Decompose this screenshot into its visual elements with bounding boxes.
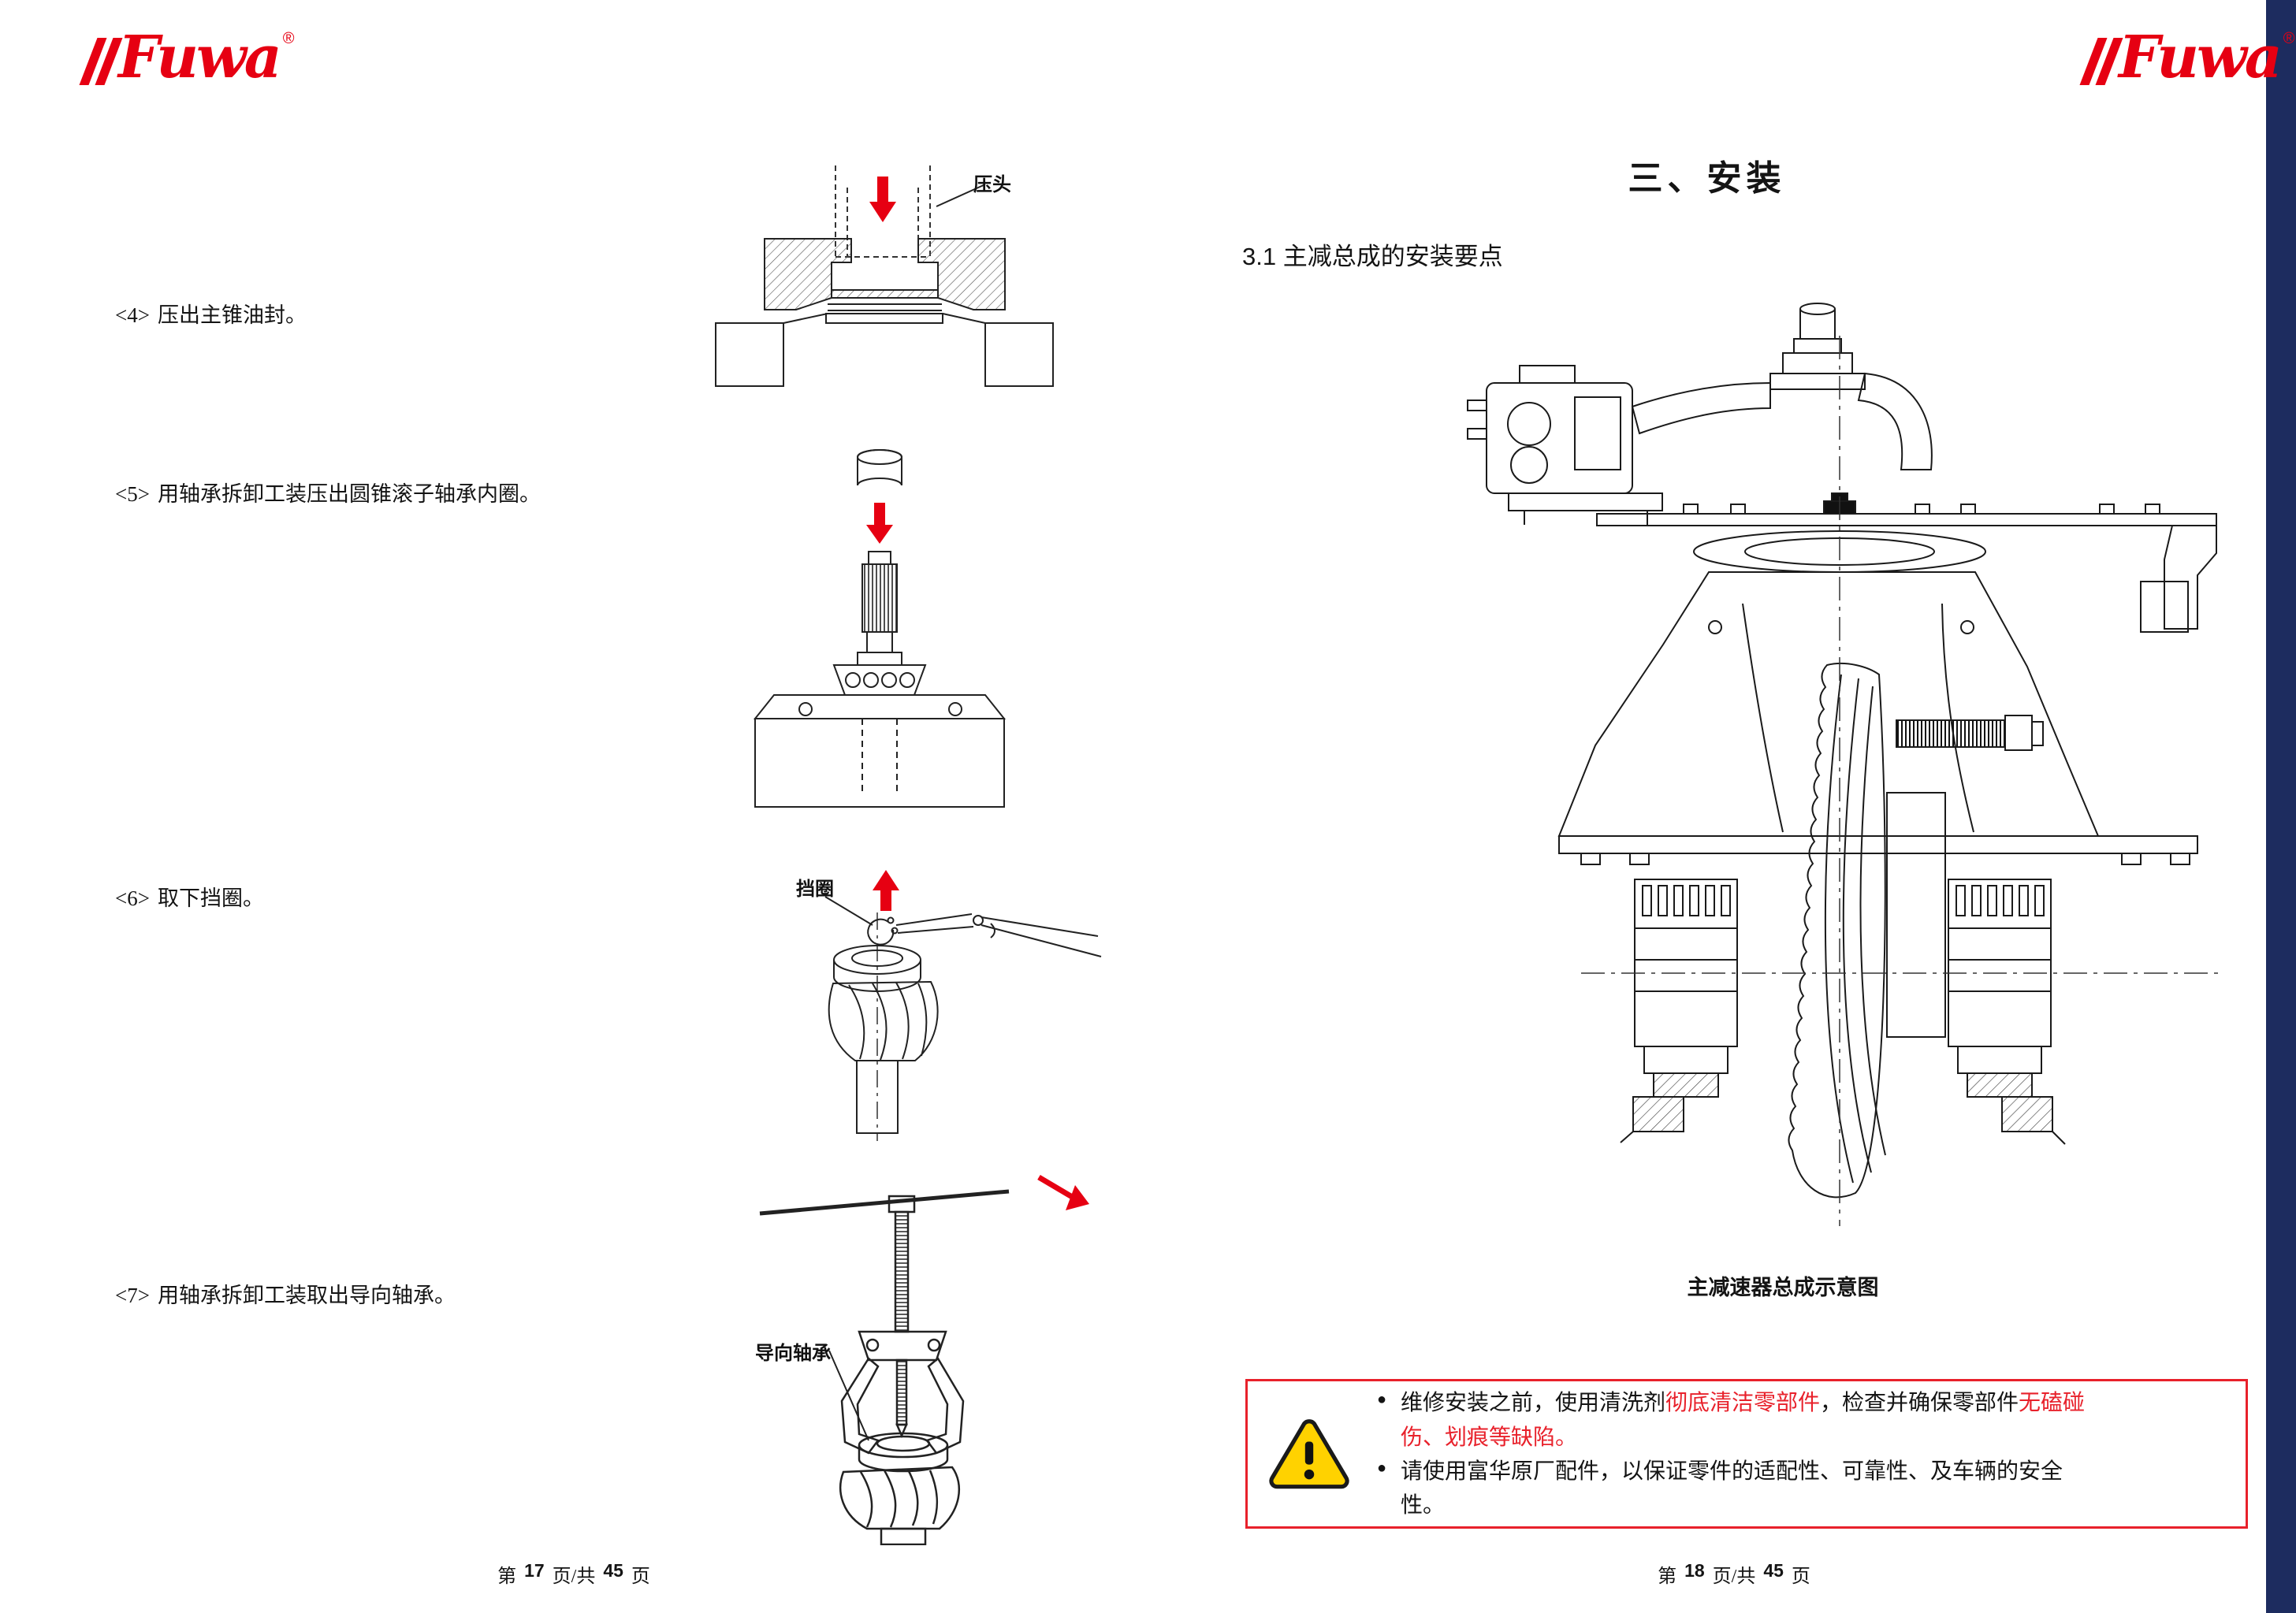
footer-prefix: 第 (497, 1567, 517, 1587)
warning-bullet-2: ● 请使用富华原厂配件，以保证零件的适配性、可靠性、及车辆的安全性。 (1374, 1454, 2091, 1522)
step-7-text: 用轴承拆卸工装取出导向轴承。 (157, 1284, 456, 1307)
fuwa-logo-text: Fuwa (118, 24, 282, 91)
warning-1-black-2: ，检查并确保零部件 (1820, 1390, 2019, 1415)
page-footer-left: 第 17 页/共 45 页 (0, 1560, 1148, 1588)
label-retaining-ring: 挡圈 (796, 879, 834, 900)
step-6-number: <6> (115, 886, 150, 910)
step-6-text: 取下挡圈。 (157, 886, 264, 910)
footer-suffix: 页 (631, 1567, 650, 1587)
footer-middle: 页/共 (1712, 1567, 1756, 1587)
final-drive-assembly-drawing (1467, 303, 2221, 1226)
step-5: <5> 用轴承拆卸工装压出圆锥滚子轴承内圈。 (115, 477, 541, 507)
footer-prefix: 第 (1658, 1567, 1677, 1587)
press-seal-drawing (715, 165, 1054, 387)
step-4: <4> 压出主锥油封。 (115, 298, 307, 329)
snap-ring-drawing (824, 870, 1102, 1141)
step-5-number: <5> (115, 482, 150, 506)
warning-bullet-1: ● 维修安装之前，使用清洗剂彻底清洁零部件，检查并确保零部件无磕碰伤、划痕等缺陷。 (1374, 1385, 2091, 1454)
footer-middle: 页/共 (552, 1567, 596, 1587)
step-6: <6> 取下挡圈。 (115, 881, 264, 912)
red-rotation-arrow-icon (1037, 1174, 1089, 1210)
registered-mark: ® (2283, 30, 2295, 47)
label-guide-bearing: 导向轴承 (755, 1343, 831, 1364)
red-down-arrow-icon (866, 503, 893, 544)
footer-total-pages: 45 (1763, 1560, 1784, 1581)
bearing-press-drawing (753, 449, 1007, 808)
registered-mark: ® (282, 30, 295, 47)
footer-total-pages: 45 (603, 1560, 623, 1581)
footer-page-number: 18 (1684, 1560, 1705, 1581)
warning-text: ● 维修安装之前，使用清洗剂彻底清洁零部件，检查并确保零部件无磕碰伤、划痕等缺陷。… (1374, 1385, 2091, 1522)
page-edge-bar (2266, 0, 2296, 1613)
fuwa-logo-slashes-icon (2079, 38, 2123, 85)
figure-bearing-press (733, 443, 1029, 833)
footer-suffix: 页 (1791, 1567, 1810, 1587)
step-5-text: 用轴承拆卸工装压出圆锥滚子轴承内圈。 (157, 482, 541, 506)
figure-guide-bearing: 导向轴承 (749, 1163, 1107, 1545)
warning-2-text: 请使用富华原厂配件，以保证零件的适配性、可靠性、及车辆的安全性。 (1401, 1459, 2063, 1518)
fuwa-logo-left: Fuwa ® (79, 24, 295, 91)
step-4-number: <4> (115, 303, 150, 327)
label-press-head: 压头 (973, 174, 1011, 195)
warning-icon (1268, 1415, 1350, 1493)
warning-1-black-1: 维修安装之前，使用清洗剂 (1401, 1390, 1666, 1415)
step-7-number: <7> (115, 1284, 150, 1307)
guide-bearing-drawing (759, 1174, 1089, 1545)
fuwa-logo-slashes-icon (79, 38, 123, 85)
figure-press-seal: 压头 (709, 164, 1060, 396)
step-4-text: 压出主锥油封。 (157, 303, 307, 327)
warning-box: ● 维修安装之前，使用清洗剂彻底清洁零部件，检查并确保零部件无磕碰伤、划痕等缺陷。… (1245, 1379, 2248, 1529)
fuwa-logo-text: Fuwa (2119, 24, 2283, 91)
figure-caption: 主减速器总成示意图 (1687, 1276, 1879, 1299)
warning-1-red-1: 彻底清洁零部件 (1665, 1390, 1821, 1415)
red-down-arrow-icon (869, 177, 896, 222)
red-up-arrow-icon (873, 870, 899, 911)
footer-page-number: 17 (524, 1560, 545, 1581)
bullet-dot: ● (1377, 1391, 1387, 1409)
page-footer-right: 第 18 页/共 45 页 (1174, 1560, 2294, 1588)
warning-1-red-2: 无磕碰伤、划痕等缺陷。 (1401, 1390, 2086, 1449)
figure-snap-ring: 挡圈 (761, 865, 1107, 1145)
section-heading: 3.1 主减总成的安装要点 (1242, 243, 1503, 270)
chapter-title: 三、安装 (1628, 159, 1786, 198)
figure-main-assembly (1345, 288, 2221, 1238)
fuwa-logo-right: Fuwa ® (2079, 24, 2295, 91)
step-7: <7> 用轴承拆卸工装取出导向轴承。 (115, 1278, 456, 1309)
bullet-dot: ● (1377, 1459, 1387, 1477)
